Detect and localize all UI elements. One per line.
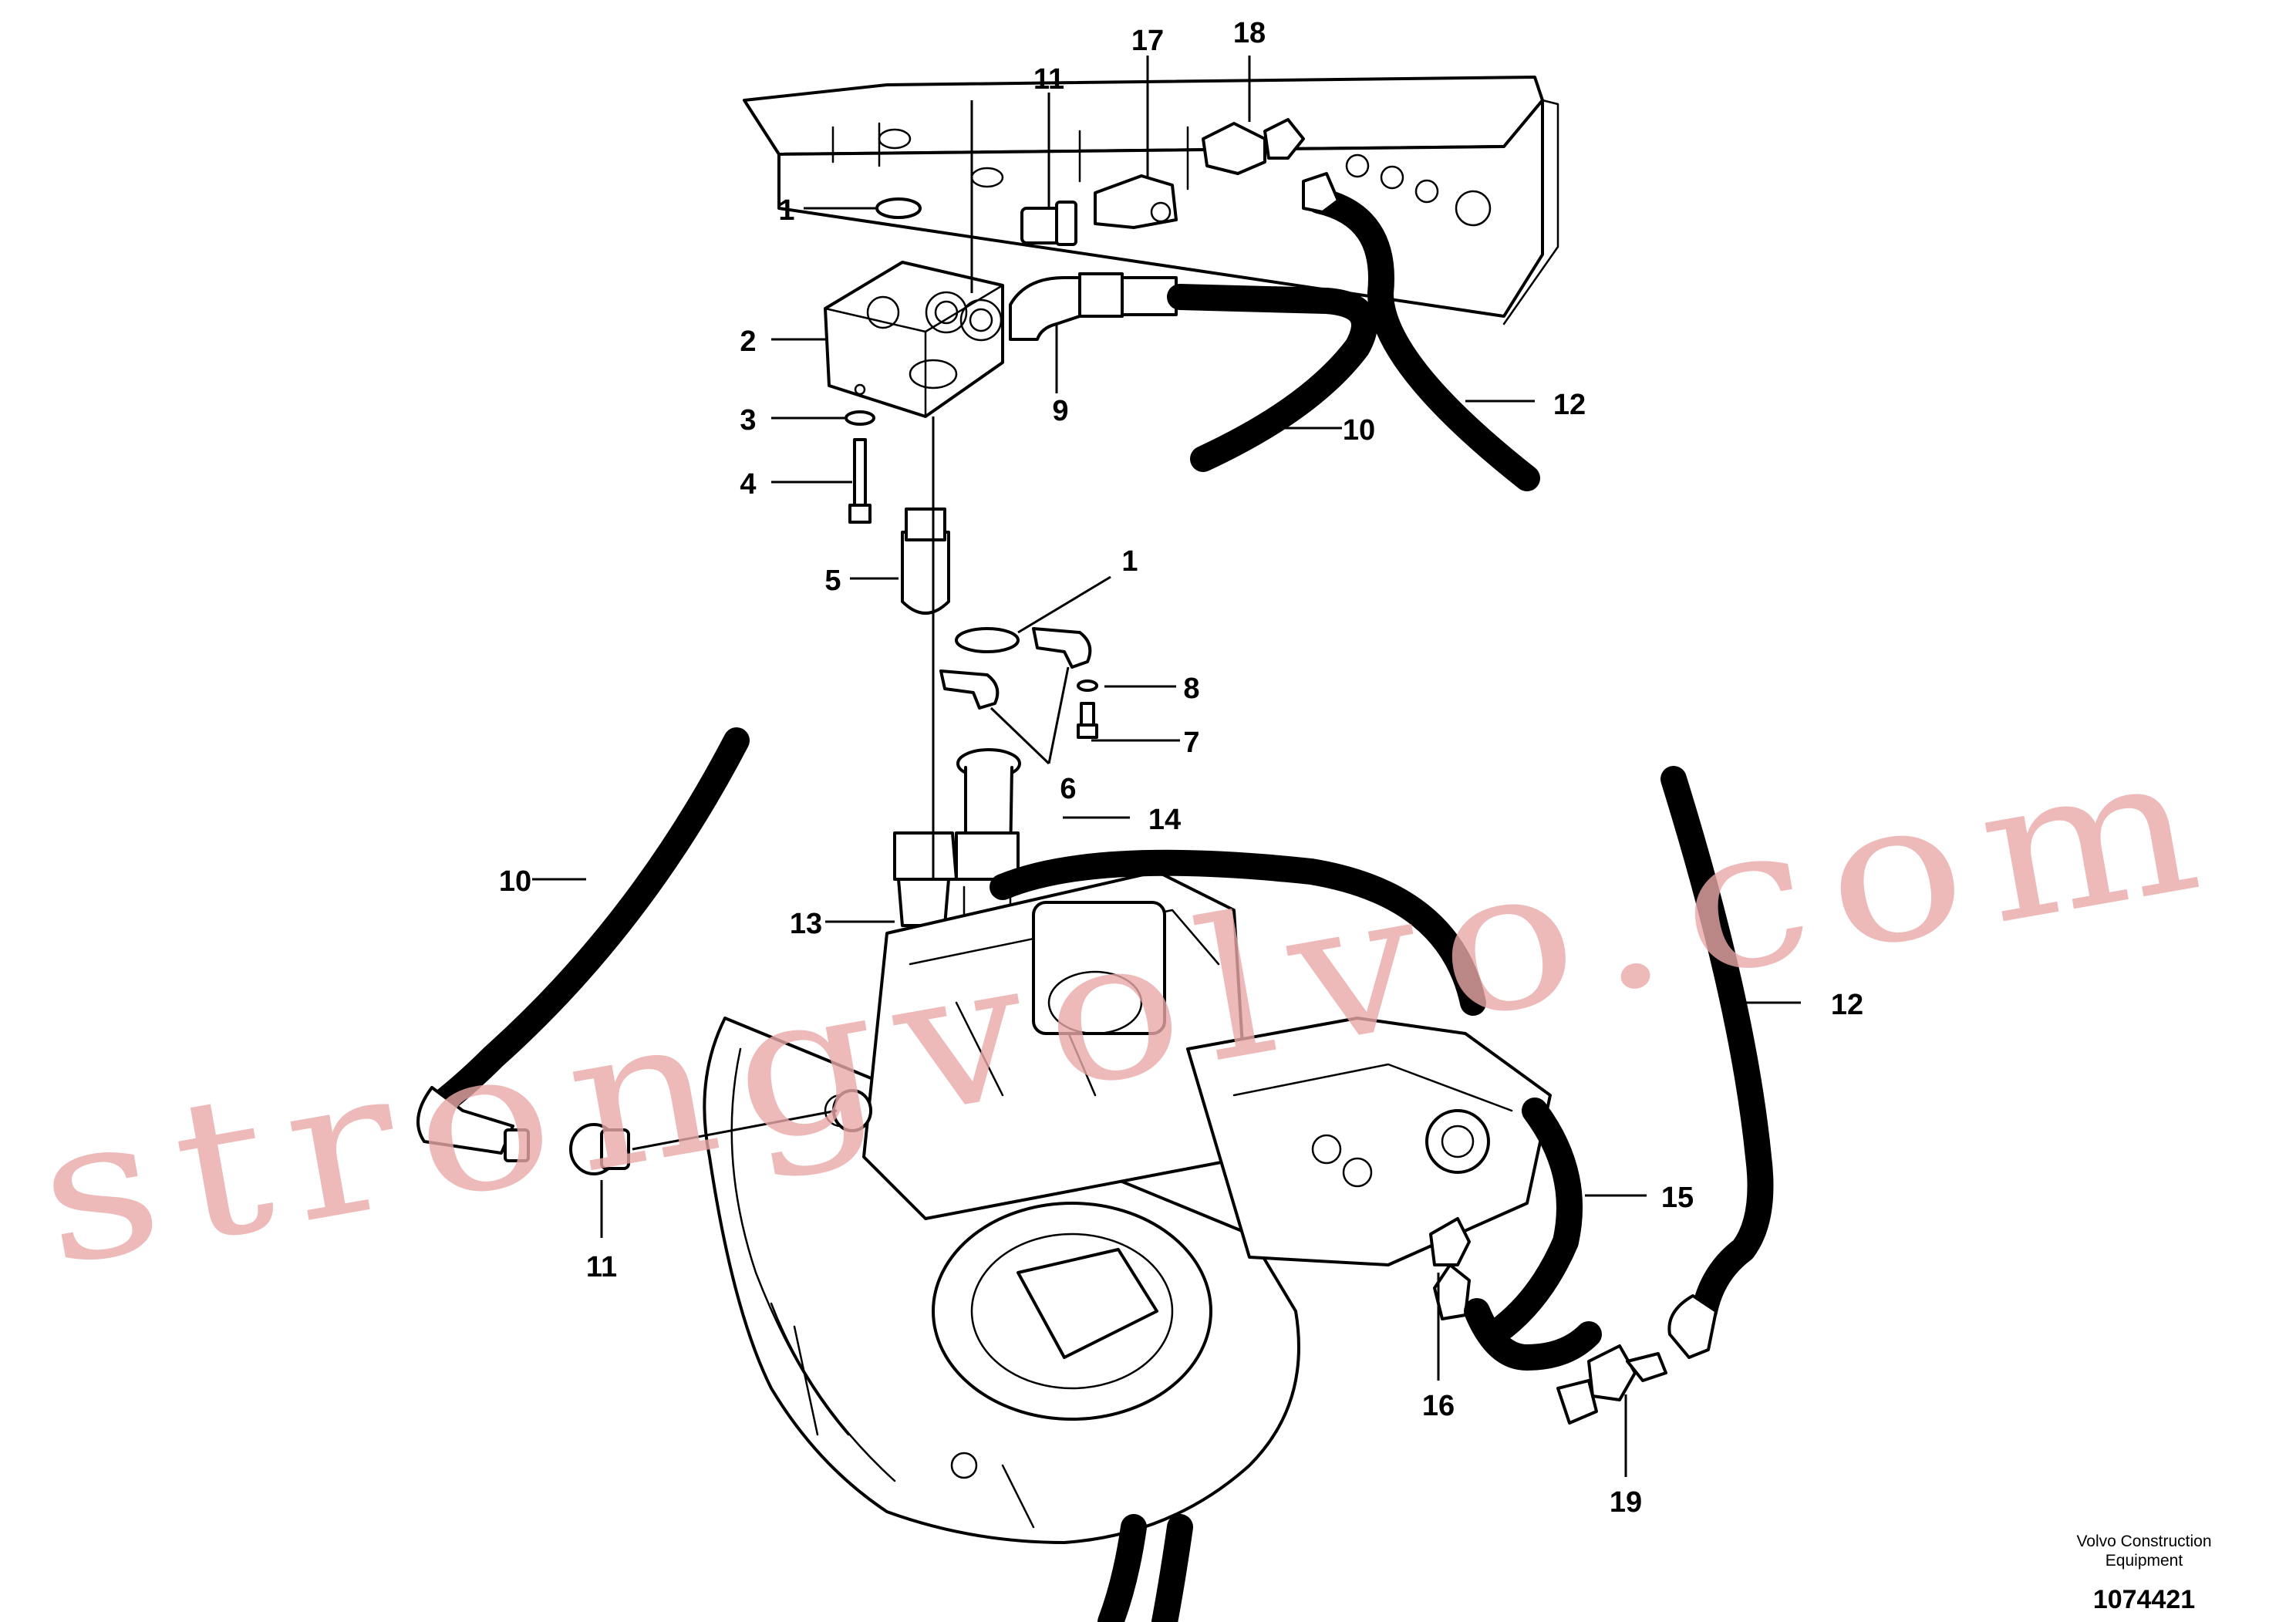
hose-10-upper: [1167, 284, 1377, 472]
callout-11-upper: 11: [1033, 63, 1064, 96]
callout-15: 15: [1661, 1182, 1694, 1214]
tee-fitting-17: [1094, 174, 1178, 229]
bolt: [848, 438, 872, 524]
callout-3: 3: [740, 404, 756, 437]
hose-bottom-b: [1151, 1514, 1193, 1622]
credit-line-2: Equipment: [2106, 1552, 2183, 1570]
adapter: [901, 508, 950, 615]
callout-19: 19: [1610, 1486, 1642, 1519]
callout-1-upper: 1: [778, 194, 794, 227]
callout-10-upper: 10: [1343, 414, 1375, 447]
callout-17: 17: [1131, 25, 1164, 57]
fitting-11-lower: [569, 1123, 630, 1175]
hose-return-loop: [1464, 1298, 1602, 1371]
hose-10-lower-nut: [504, 1128, 530, 1162]
callout-4: 4: [740, 468, 756, 501]
small-bolt: [1077, 702, 1098, 739]
hose-upper-pump-loop: [990, 849, 1486, 1016]
callout-12-lower: 12: [1831, 989, 1863, 1021]
elbow-fitting-16: [1429, 1217, 1471, 1320]
small-washer: [1077, 679, 1098, 692]
fitting-18: [1202, 118, 1340, 214]
credit-line-1: Volvo Construction: [2076, 1533, 2211, 1550]
o-ring-lower: [955, 627, 1020, 653]
callout-8: 8: [1183, 673, 1199, 705]
callout-1-lower: 1: [1121, 545, 1138, 578]
callout-5: 5: [824, 565, 841, 597]
manifold-block: [824, 261, 1004, 418]
hose-fitting-13: [893, 831, 958, 927]
hose-12-lower: [1660, 766, 1774, 1324]
flange-clamp-halves: [939, 627, 1092, 710]
washer: [845, 410, 875, 426]
callout-12-upper: 12: [1553, 389, 1586, 421]
callout-14: 14: [1148, 804, 1181, 836]
hose-12-lower-end: [1667, 1294, 1718, 1359]
callout-labels: 1 2 3 4 5 1 8 7 6 14 9 10 12 11 17 18 10…: [499, 17, 1863, 1519]
leader-lines: [532, 56, 1801, 1477]
callout-10-lower: 10: [499, 865, 531, 898]
elbow-fitting-9: [1009, 272, 1178, 341]
tee-fitting-19: [1556, 1344, 1667, 1425]
callout-2: 2: [740, 325, 756, 358]
hydraulic-pump-assembly: [703, 870, 1552, 1544]
callout-13: 13: [790, 908, 822, 940]
hose-bottom-a: [1097, 1514, 1147, 1622]
o-ring-upper: [875, 197, 922, 219]
hose-12-upper: [1306, 187, 1540, 491]
callout-16: 16: [1422, 1390, 1455, 1422]
hose-15: [1491, 1098, 1583, 1340]
fitting-11-upper: [1020, 201, 1077, 246]
hose-10-lower: [419, 727, 750, 1124]
callout-18: 18: [1233, 17, 1266, 49]
document-number: 1074421: [2093, 1585, 2195, 1614]
callout-6: 6: [1060, 773, 1076, 805]
callout-9: 9: [1052, 395, 1068, 427]
pipe-flange-14: [955, 748, 1021, 919]
callout-7: 7: [1183, 727, 1199, 759]
callout-11-lower: 11: [586, 1251, 617, 1283]
